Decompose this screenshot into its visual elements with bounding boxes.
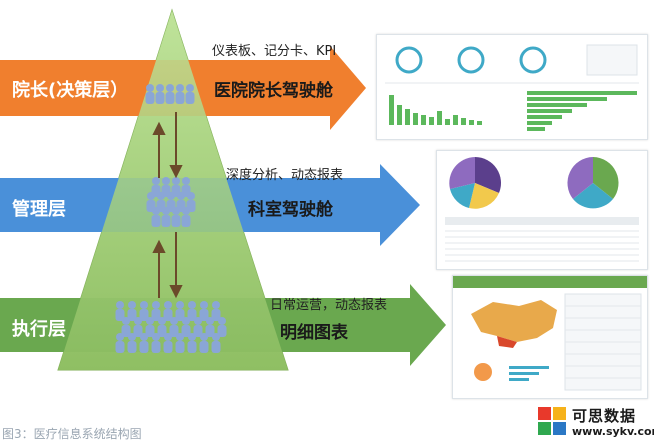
brand-logo: 可思数据 www.sykv.com <box>538 405 654 443</box>
title-decision: 医院院长驾驶舱 <box>214 81 333 101</box>
brand-url: www.sykv.com <box>572 425 654 438</box>
title-management: 科室驾驶舱 <box>248 200 333 220</box>
tools-decision: 仪表板、记分卡、KPI <box>212 44 337 59</box>
figure-caption: 图3：医疗信息系统结构图 <box>2 427 142 441</box>
double-arrow-icon-upper <box>152 112 183 179</box>
map-report-thumbnail <box>452 275 648 399</box>
pie-chart-thumbnail <box>436 150 648 270</box>
brand-name: 可思数据 <box>572 407 637 425</box>
title-execution: 明细图表 <box>280 323 348 343</box>
level-label-execution: 执行层 <box>12 319 66 340</box>
double-arrow-icon-lower <box>152 232 183 299</box>
tools-execution: 日常运营，动态报表 <box>270 298 388 313</box>
level-label-decision: 院长(决策层） <box>12 80 129 101</box>
dashboard-thumbnail <box>376 34 648 140</box>
people-group-icon-top <box>145 84 195 104</box>
level-label-management: 管理层 <box>12 199 66 220</box>
logo-icon <box>538 407 566 435</box>
tools-management: 深度分析、动态报表 <box>226 168 344 183</box>
